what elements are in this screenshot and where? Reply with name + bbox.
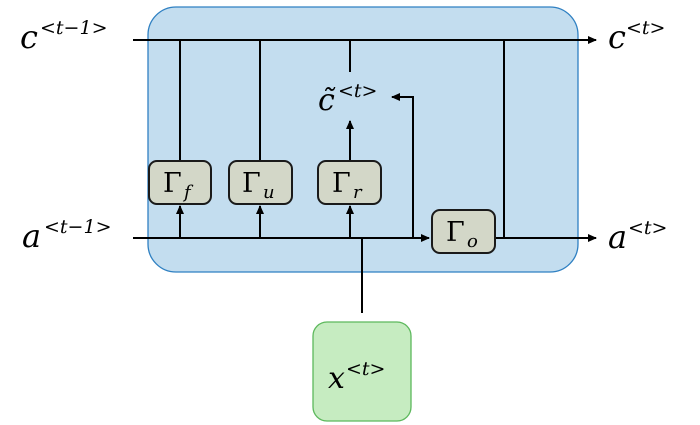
- gate-output: Γ o: [431, 209, 496, 254]
- label-a-t: a <t>: [608, 217, 667, 256]
- gate-subscript: r: [353, 182, 363, 203]
- a-prev-superscript: <t−1>: [44, 216, 111, 238]
- c-prev-base: c: [20, 18, 38, 56]
- gate-forget: Γ f: [148, 160, 212, 205]
- c-t-superscript: <t>: [626, 17, 665, 39]
- activation-to-candidate-arrow: [391, 93, 414, 238]
- c-t-base: c: [608, 18, 626, 56]
- gate-symbol: Γ: [332, 168, 351, 199]
- label-c-t: c <t>: [608, 17, 665, 56]
- a-prev-base: a: [22, 217, 41, 255]
- input-x-base: x: [328, 361, 345, 396]
- gate-update: Γ u: [228, 160, 293, 205]
- label-a-prev: a <t−1>: [22, 216, 111, 255]
- a-t-superscript: <t>: [628, 217, 667, 239]
- gate-subscript: u: [263, 182, 275, 203]
- candidate-base: c̃: [318, 83, 336, 118]
- input-x-box: x <t>: [312, 321, 412, 422]
- label-c-prev: c <t−1>: [20, 17, 107, 56]
- a-t-base: a: [608, 218, 627, 256]
- gate-subscript: o: [467, 231, 478, 252]
- gate-relevance: Γ r: [317, 160, 382, 205]
- candidate-memory-label: c̃ <t>: [318, 80, 377, 118]
- candidate-superscript: <t>: [338, 80, 377, 102]
- c-prev-superscript: <t−1>: [40, 17, 107, 39]
- gate-symbol: Γ: [446, 217, 465, 248]
- input-x-superscript: <t>: [346, 358, 385, 380]
- lstm-cell-box: [147, 6, 579, 273]
- gate-symbol: Γ: [163, 168, 182, 199]
- gate-symbol: Γ: [242, 168, 261, 199]
